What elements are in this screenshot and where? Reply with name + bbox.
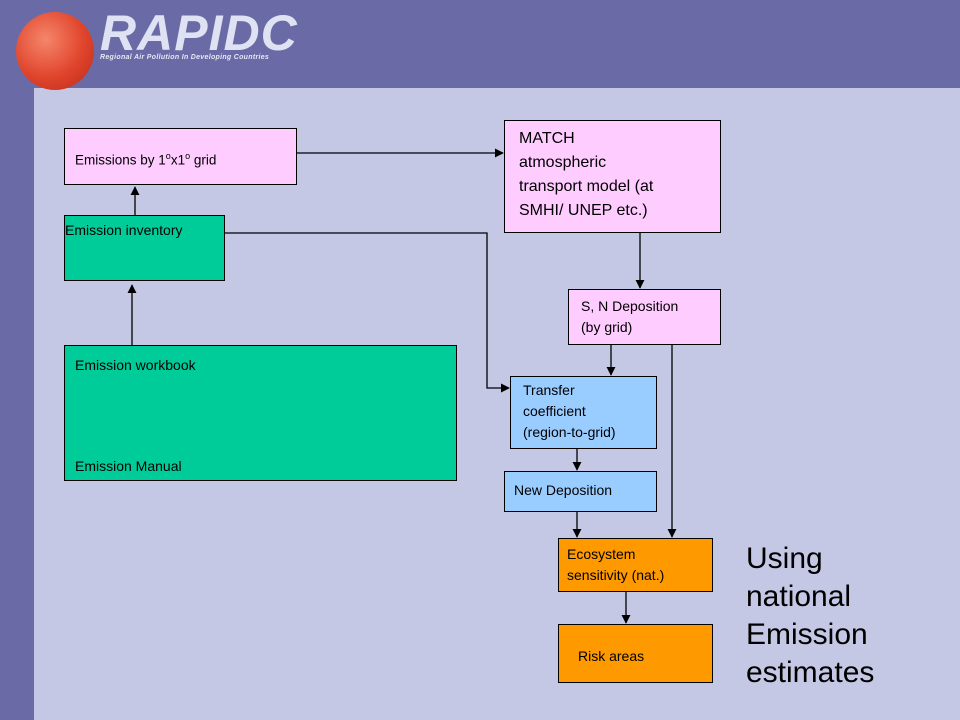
emission-workbook-box: Emission workbook Emission Manual — [64, 345, 457, 481]
emissions-grid-box: Emissions by 1ox1o grid — [64, 128, 297, 185]
sn-deposition-label: S, N Deposition (by grid) — [581, 298, 679, 335]
ecosystem-sensitivity-box: Ecosystem sensitivity (nat.) — [558, 538, 713, 592]
match-model-box: MATCH atmospheric transport model (at SM… — [504, 120, 721, 233]
header-band — [0, 0, 960, 88]
new-deposition-label: New Deposition — [514, 482, 613, 498]
logo-title: RAPIDC — [100, 5, 298, 61]
emission-manual-label: Emission Manual — [75, 458, 182, 474]
emission-inventory-label: Emission inventory — [65, 222, 183, 238]
ecosystem-sensitivity-label: Ecosystem sensitivity (nat.) — [567, 546, 665, 583]
side-note: Using national Emission estimates — [746, 542, 875, 689]
emission-inventory-box: Emission inventory — [64, 215, 225, 281]
emissions-grid-label: Emissions by 1ox1o grid — [75, 151, 217, 168]
emission-workbook-label: Emission workbook — [75, 357, 196, 373]
arrow-inventory-to-transfer — [225, 232, 510, 393]
sn-deposition-box: S, N Deposition (by grid) — [568, 289, 721, 345]
transfer-coefficient-box: Transfer coefficient (region-to-grid) — [510, 376, 657, 449]
transfer-coefficient-label: Transfer coefficient (region-to-grid) — [523, 382, 616, 440]
left-band — [0, 0, 34, 720]
match-model-label: MATCH atmospheric transport model (at SM… — [519, 130, 654, 219]
logo-globe-icon — [16, 12, 94, 90]
new-deposition-box: New Deposition — [504, 471, 657, 512]
risk-areas-box: Risk areas — [558, 624, 713, 683]
risk-areas-label: Risk areas — [578, 648, 645, 664]
logo-subtitle: Regional Air Pollution In Developing Cou… — [100, 54, 270, 61]
